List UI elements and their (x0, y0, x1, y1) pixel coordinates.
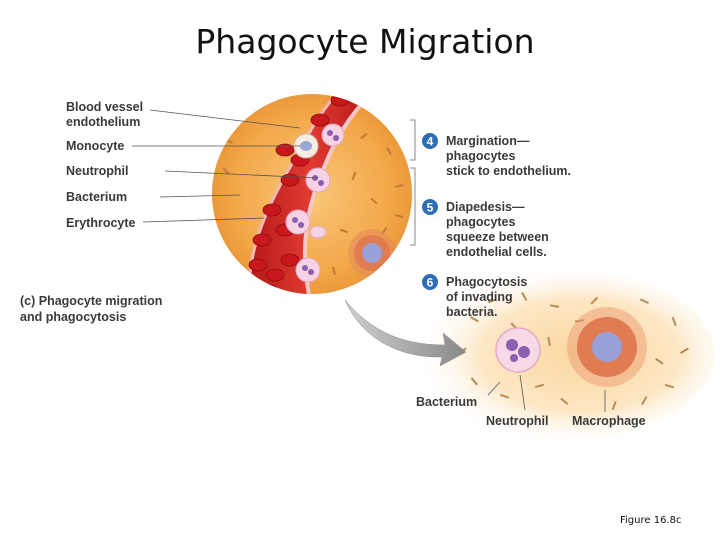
label-endothelium-2: endothelium (66, 115, 140, 129)
svg-text:squeeze between: squeeze between (446, 230, 549, 244)
panel-caption-1: (c) Phagocyte migration (20, 294, 162, 308)
svg-text:bacteria.: bacteria. (446, 305, 497, 319)
svg-text:of invading: of invading (446, 290, 513, 304)
label-endothelium-1: Blood vessel (66, 100, 143, 114)
label-erythrocyte: Erythrocyte (66, 216, 136, 230)
step-5-text: Diapedesis— phagocytes squeeze between e… (446, 200, 549, 259)
step-brackets (410, 119, 416, 246)
label-bacterium: Bacterium (66, 190, 127, 204)
step-6-text: Phagocytosis of invading bacteria. (446, 275, 527, 319)
blood-vessel (249, 94, 370, 294)
step-badge-6: 6 (422, 274, 438, 290)
svg-text:endothelial cells.: endothelial cells. (446, 245, 547, 259)
label-bottom-macrophage: Macrophage (572, 414, 646, 428)
label-bottom-neutrophil: Neutrophil (486, 414, 549, 428)
tissue-circle (212, 94, 412, 294)
transition-arrow (344, 299, 467, 367)
svg-text:4: 4 (427, 135, 434, 149)
slide-title: Phagocyte Migration (195, 22, 535, 61)
label-monocyte: Monocyte (66, 139, 124, 153)
panel-caption-2: and phagocytosis (20, 310, 126, 324)
svg-text:Phagocytosis: Phagocytosis (446, 275, 527, 289)
neutrophil-enlarged (495, 327, 541, 373)
step-badge-5: 5 (422, 199, 438, 215)
macrophage-small (348, 229, 396, 277)
svg-text:phagocytes: phagocytes (446, 149, 516, 163)
svg-text:Margination—: Margination— (446, 134, 530, 148)
figure-reference: Figure 16.8c (620, 515, 682, 526)
macrophage-enlarged (567, 307, 647, 387)
svg-text:stick to endothelium.: stick to endothelium. (446, 164, 571, 178)
step-4-text: Margination— phagocytes stick to endothe… (446, 134, 571, 178)
label-bottom-bacterium: Bacterium (416, 395, 477, 409)
svg-text:Diapedesis—: Diapedesis— (446, 200, 525, 214)
svg-text:6: 6 (427, 276, 434, 290)
step-badge-4: 4 (422, 133, 438, 149)
leader-lines (132, 109, 606, 412)
label-neutrophil: Neutrophil (66, 164, 129, 178)
svg-text:5: 5 (427, 201, 434, 215)
neutrophil-cell (321, 123, 345, 147)
svg-text:phagocytes: phagocytes (446, 215, 516, 229)
